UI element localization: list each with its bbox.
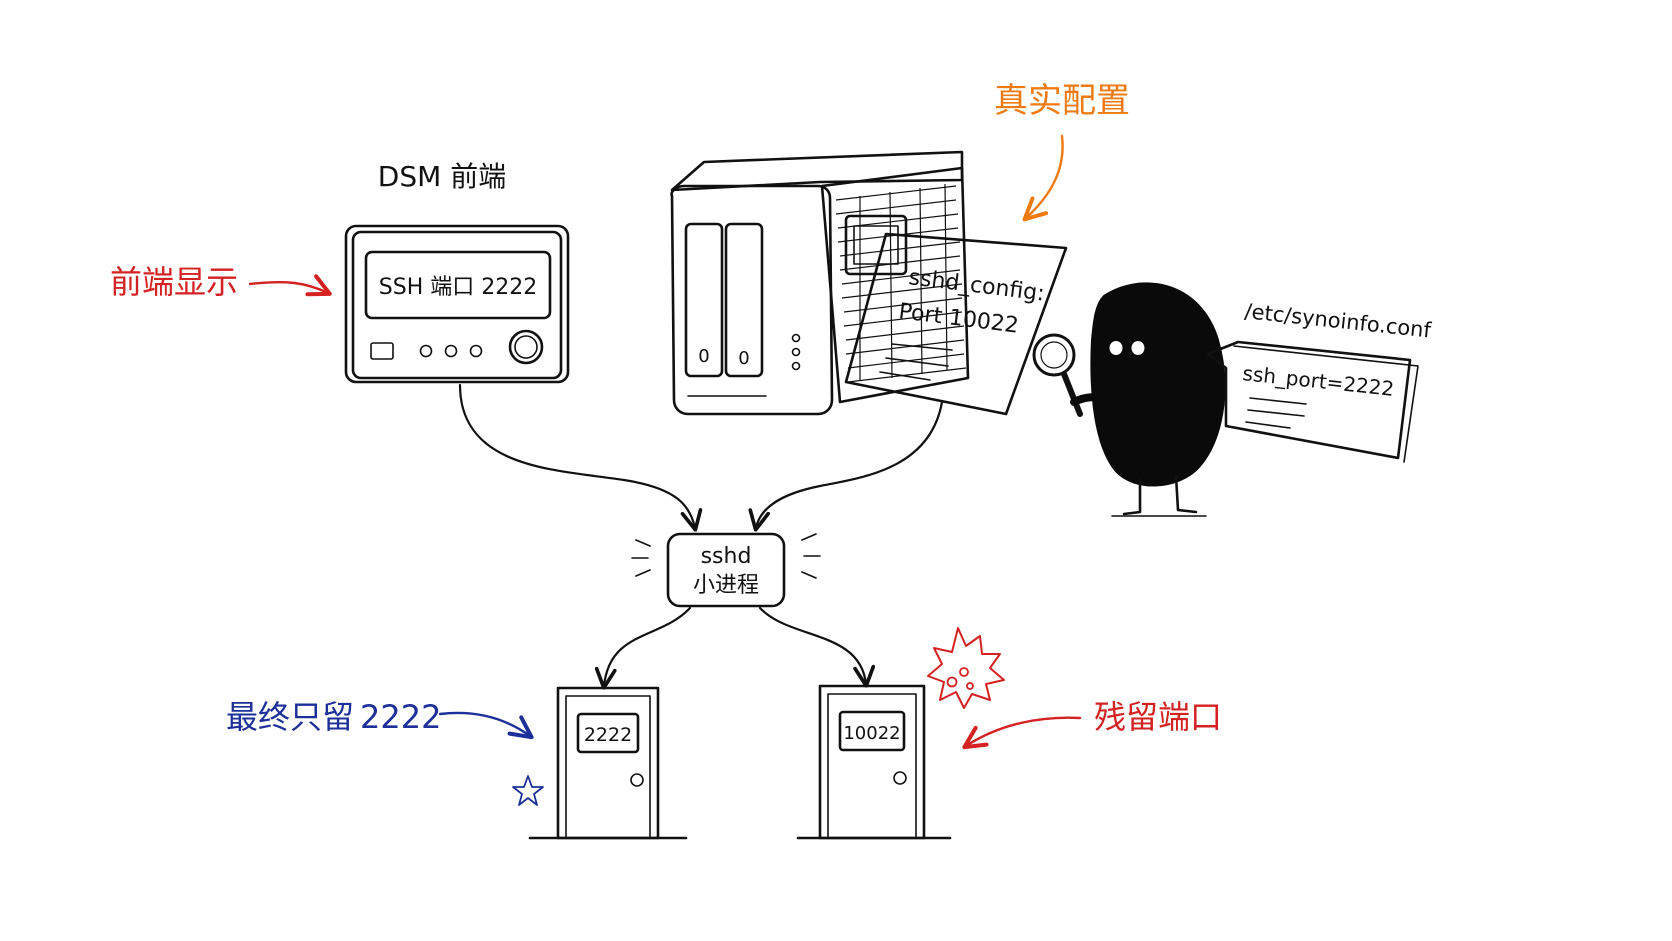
arrow-dsm-to-sshd — [458, 383, 703, 532]
dsm-slot — [370, 342, 394, 360]
front-display-label: 前端显示 — [110, 263, 238, 301]
leftover-port-arrow — [962, 716, 1082, 750]
dsm-screen — [364, 250, 552, 320]
arrow-sshd-to-door-right — [758, 606, 876, 688]
inspector-character — [1032, 282, 1226, 517]
dsm-knob — [508, 329, 544, 365]
nas-bay-right — [724, 222, 764, 378]
sshd-config-line2: Port 10022 — [897, 299, 1020, 339]
front-display-arrow — [248, 274, 332, 297]
sshd-process-box: sshd 小进程 — [631, 532, 821, 608]
dsm-panel: SSH 端口 2222 — [344, 224, 570, 384]
nas-bay-left — [684, 222, 724, 378]
real-config-arrow — [1022, 134, 1064, 222]
door-right: 10022 — [796, 684, 952, 840]
nas-device: 0 0 — [670, 150, 970, 416]
door-right-port: 10022 — [843, 723, 900, 744]
synoinfo-path: /etc/synoinfo.conf — [1243, 299, 1432, 342]
synoinfo-content: ssh_port=2222 — [1241, 361, 1395, 401]
arrow-nas-to-sshd — [748, 400, 944, 532]
final-only-arrow — [438, 711, 534, 740]
nas-bay-left-label: 0 — [698, 346, 709, 367]
star-icon — [512, 775, 544, 806]
nas-bay-right-label: 0 — [738, 348, 749, 369]
leftover-port-label: 残留端口 — [1094, 698, 1222, 736]
dsm-button-1 — [419, 344, 433, 358]
real-config-label: 真实配置 — [994, 81, 1130, 121]
sshd-config-line1: sshd_config: — [907, 265, 1046, 306]
synoinfo-card: ssh_port=2222 — [1206, 340, 1419, 463]
dsm-title: DSM 前端 — [378, 160, 506, 193]
sshd-box-line1: sshd — [701, 544, 752, 569]
dsm-button-2 — [444, 344, 458, 358]
door-left-port: 2222 — [584, 724, 632, 746]
alert-burst-icon — [927, 627, 1005, 709]
sshd-box-line2: 小进程 — [693, 573, 759, 598]
arrow-sshd-to-door-left — [594, 606, 692, 690]
magnifier-icon — [1032, 333, 1110, 417]
dsm-screen-text: SSH 端口 2222 — [379, 275, 537, 300]
door-left: 2222 — [528, 686, 688, 840]
dsm-button-3 — [469, 344, 483, 358]
sshd-config-paper: sshd_config: Port 10022 — [844, 232, 1068, 416]
